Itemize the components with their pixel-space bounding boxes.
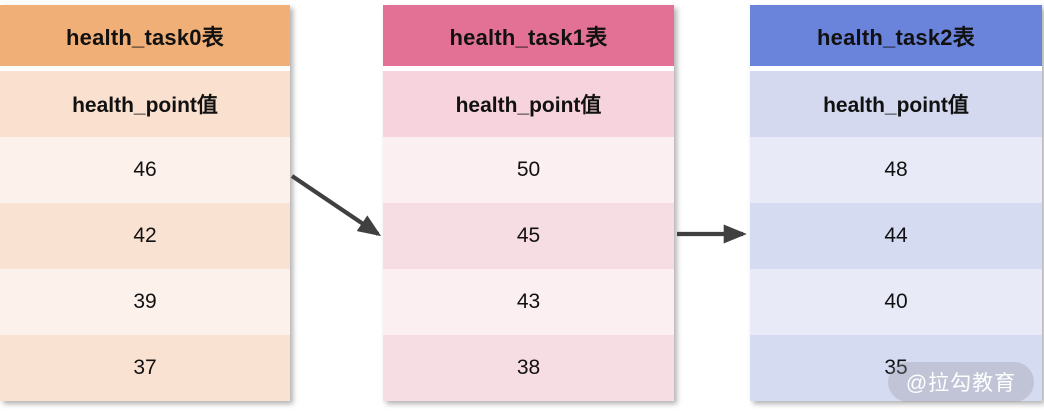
table-row: 44 <box>750 203 1042 269</box>
table-header-divider <box>0 66 290 71</box>
table-row: 50 <box>383 137 674 203</box>
column-header-health-point-1: health_point值 <box>383 71 674 137</box>
watermark-label: @拉勾教育 <box>888 362 1034 402</box>
table-health-task2: health_task2表 health_point值 48 44 40 35 <box>750 5 1042 401</box>
table-header-divider <box>750 66 1042 71</box>
table-health-task1: health_task1表 health_point值 50 45 43 38 <box>383 5 674 401</box>
table-title-health-task1: health_task1表 <box>383 5 674 66</box>
column-header-health-point-2: health_point值 <box>750 71 1042 137</box>
column-header-health-point-0: health_point值 <box>0 71 290 137</box>
table-row: 39 <box>0 269 290 335</box>
table-header-divider <box>383 66 674 71</box>
table-title-health-task2: health_task2表 <box>750 5 1042 66</box>
table-row: 45 <box>383 203 674 269</box>
table-row: 40 <box>750 269 1042 335</box>
table-row: 38 <box>383 335 674 401</box>
table-row: 48 <box>750 137 1042 203</box>
table-title-health-task0: health_task0表 <box>0 5 290 66</box>
table-row: 46 <box>0 137 290 203</box>
arrow-task0-to-task1 <box>290 174 382 237</box>
table-row: 35 <box>750 335 1042 401</box>
table-health-task0: health_task0表 health_point值 46 42 39 37 <box>0 5 290 401</box>
table-row: 37 <box>0 335 290 401</box>
table-row: 43 <box>383 269 674 335</box>
table-row: 42 <box>0 203 290 269</box>
